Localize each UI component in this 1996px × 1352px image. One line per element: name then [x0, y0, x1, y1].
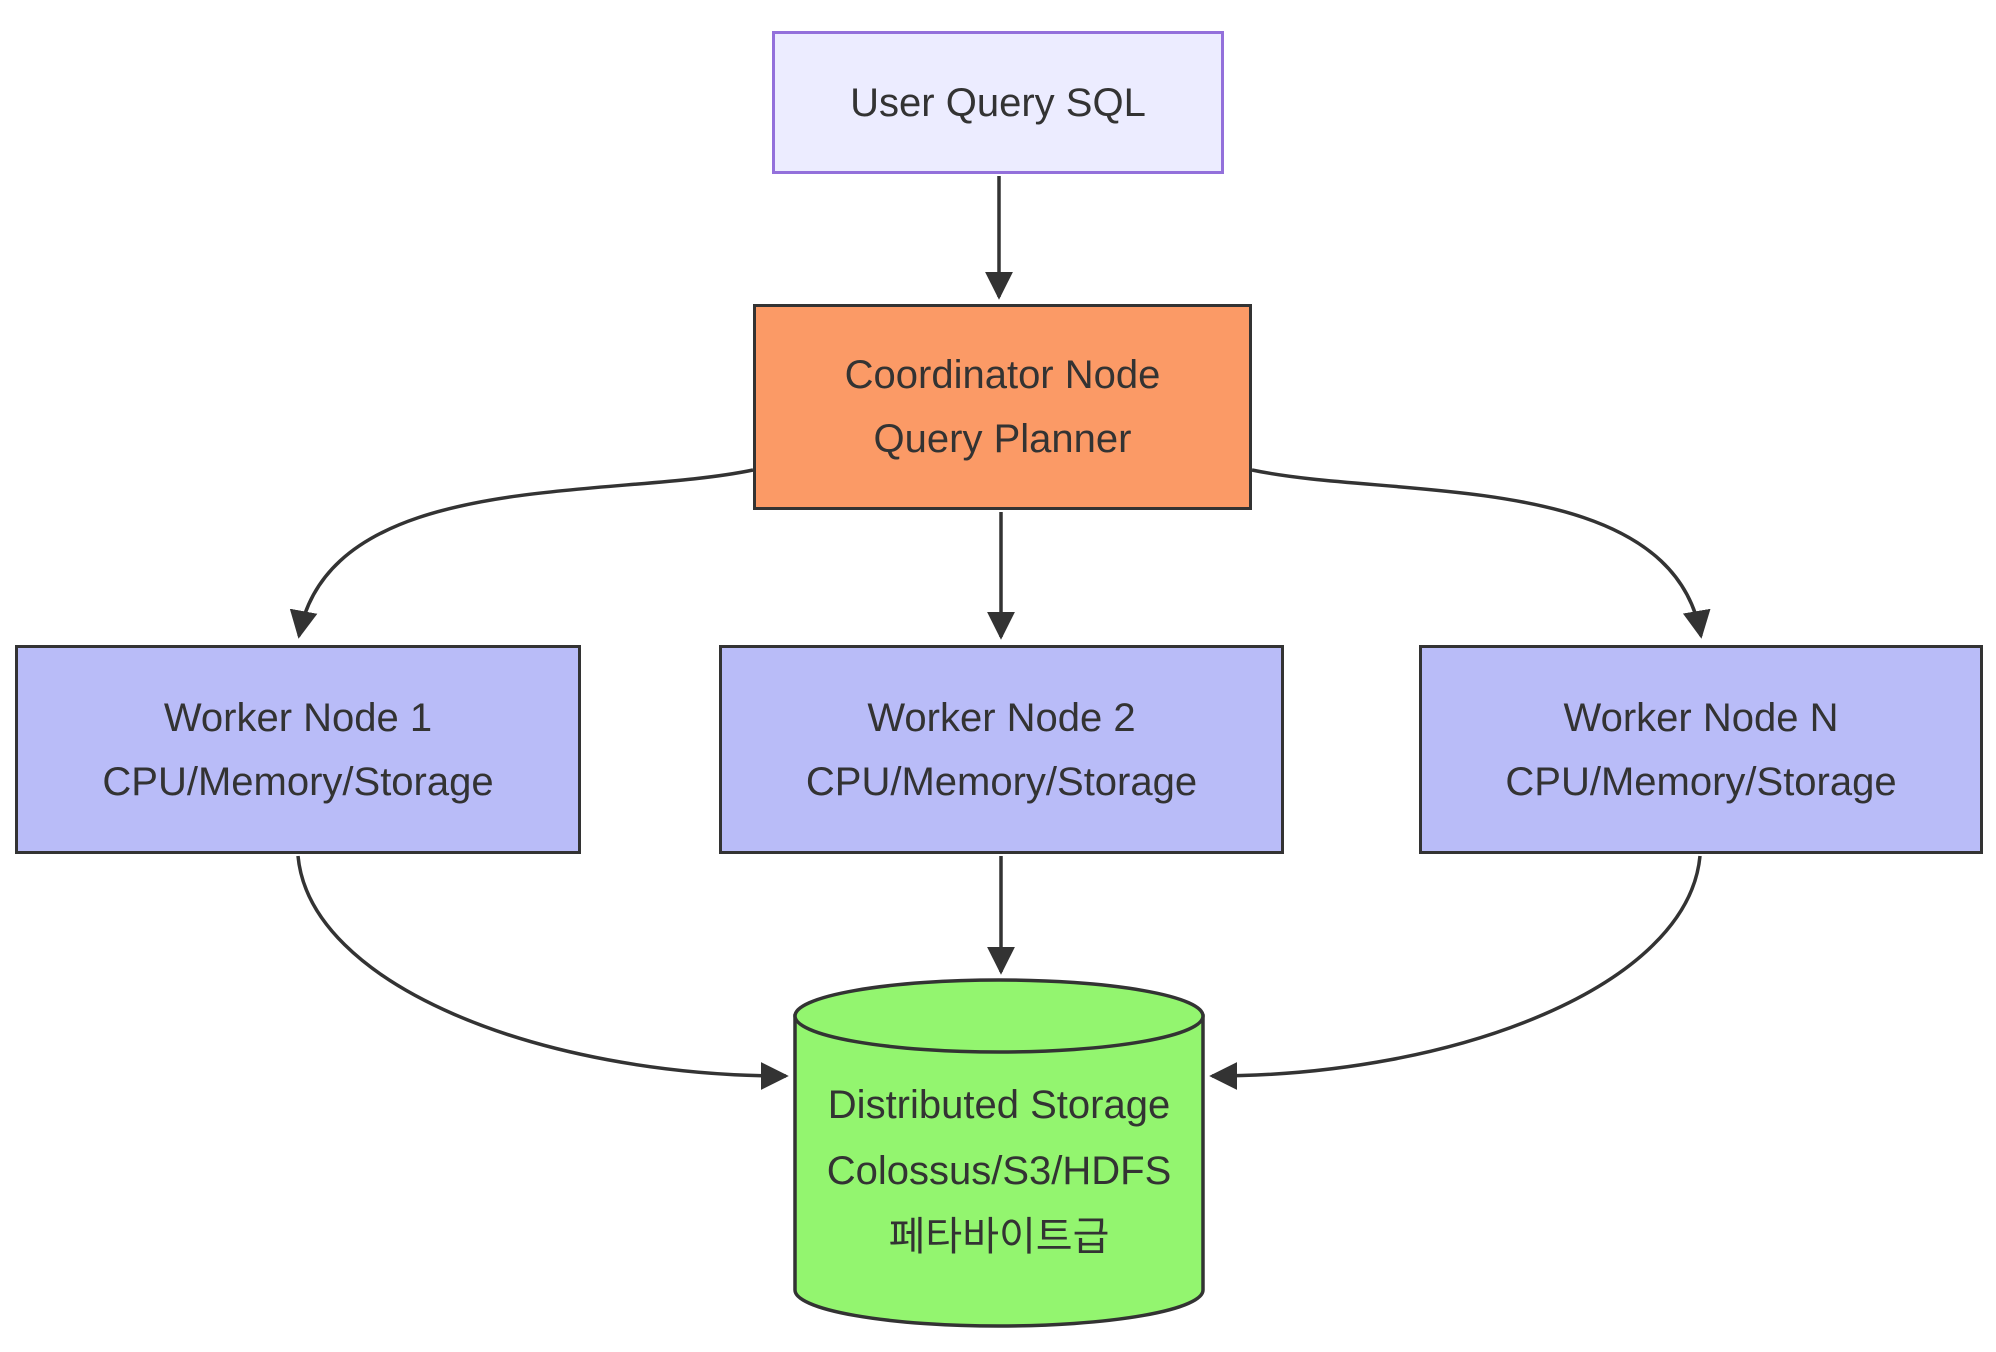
node-worker-2: Worker Node 2 CPU/Memory/Storage: [719, 645, 1284, 854]
node-worker-2-label-line2: CPU/Memory/Storage: [805, 759, 1198, 804]
node-coordinator-label-line1: Coordinator Node: [844, 353, 1161, 397]
node-worker-1: Worker Node 1 CPU/Memory/Storage: [15, 645, 581, 854]
node-distributed-storage: Distributed Storage Colossus/S3/HDFS 페타바…: [795, 1056, 1203, 1286]
node-worker-n-label-line1: Worker Node N: [1563, 695, 1839, 740]
edge-coordinator-to-workerN: [1251, 468, 1711, 639]
node-user-query-label: User Query SQL: [850, 80, 1146, 125]
node-worker-1-label-line2: CPU/Memory/Storage: [102, 759, 494, 804]
storage-cylinder: [793, 978, 1205, 1328]
node-storage-label-line1: Distributed Storage: [827, 1083, 1171, 1127]
node-storage-label-line2: Colossus/S3/HDFS: [826, 1149, 1172, 1193]
node-storage-label-line3: 페타바이트급: [888, 1215, 1110, 1259]
node-user-query: User Query SQL: [772, 31, 1224, 174]
node-worker-n: Worker Node N CPU/Memory/Storage: [1419, 645, 1983, 854]
edge-workerN-to-storage: [1209, 855, 1702, 1090]
node-worker-2-label-line1: Worker Node 2: [867, 695, 1136, 740]
edge-worker1-to-storage: [296, 855, 789, 1090]
node-coordinator: Coordinator Node Query Planner: [753, 304, 1252, 510]
node-worker-1-label-line1: Worker Node 1: [163, 695, 433, 740]
storage-cylinder-top: [793, 978, 1205, 1054]
edge-coordinator-to-worker1: [289, 468, 754, 639]
storage-cylinder-body: [793, 1014, 1205, 1328]
node-worker-n-label-line2: CPU/Memory/Storage: [1505, 759, 1897, 804]
node-coordinator-label-line2: Query Planner: [873, 417, 1132, 461]
